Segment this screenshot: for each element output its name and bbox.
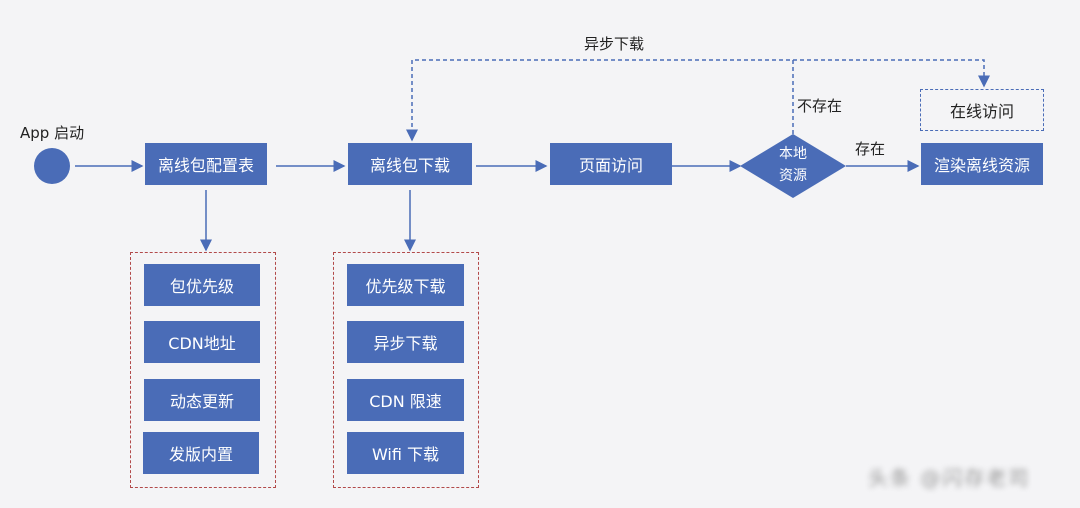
local-resource-diamond: [740, 134, 846, 198]
render-offline-node: 渲染离线资源: [921, 143, 1043, 185]
start-label: App 启动: [20, 124, 85, 142]
start-node: [34, 148, 70, 184]
config-table-node: 离线包配置表: [145, 143, 267, 185]
edge-async-loop: [406, 59, 794, 142]
local-resource-label: 本地 资源: [768, 143, 818, 187]
local-resource-line-1: 本地: [779, 146, 807, 162]
download-item: 优先级下载: [347, 264, 464, 306]
config-group: [130, 252, 276, 488]
download-group: [333, 252, 479, 488]
config-item: 包优先级: [144, 264, 260, 306]
watermark: 头条 @闪存老司: [868, 466, 1031, 490]
download-item: 异步下载: [347, 321, 464, 363]
online-visit-node: 在线访问: [920, 89, 1044, 131]
exist-label: 存在: [855, 140, 886, 158]
async-download-label: 异步下载: [584, 35, 645, 53]
download-item: Wifi 下载: [347, 432, 464, 474]
download-item: CDN 限速: [347, 379, 464, 421]
local-resource-line-2: 资源: [779, 168, 807, 184]
not-exist-label: 不存在: [797, 97, 843, 115]
config-item: 动态更新: [144, 379, 260, 421]
edge-async-online: [793, 59, 990, 88]
config-item: 发版内置: [143, 432, 259, 474]
config-item: CDN地址: [144, 321, 260, 363]
package-download-node: 离线包下载: [348, 143, 472, 185]
page-visit-node: 页面访问: [550, 143, 672, 185]
